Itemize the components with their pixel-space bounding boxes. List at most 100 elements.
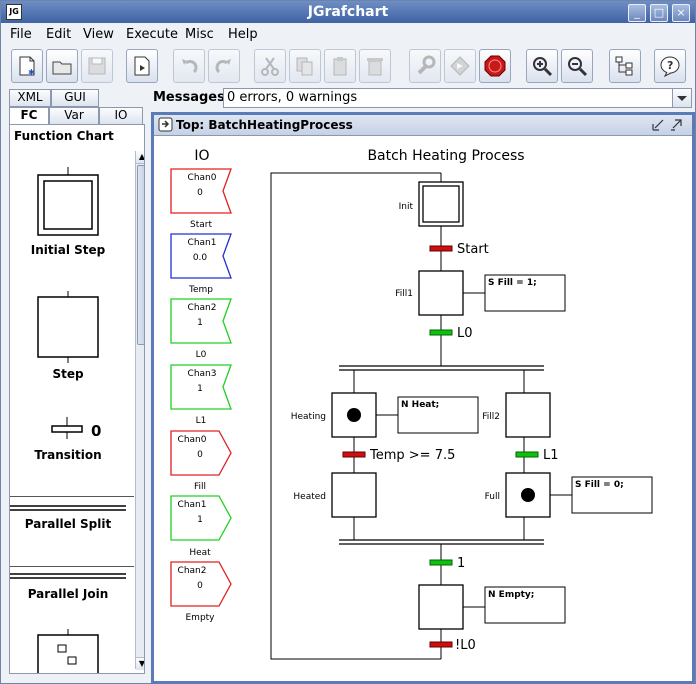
io-value: 0 bbox=[197, 188, 203, 198]
menu-file[interactable]: File bbox=[10, 27, 32, 42]
palette-step[interactable]: Step bbox=[10, 291, 126, 381]
new-workspace-icon bbox=[134, 56, 150, 76]
io-input-start-shape bbox=[170, 168, 232, 214]
action-heating[interactable]: N Heat; bbox=[397, 396, 479, 434]
step-fill1[interactable]: Fill1 bbox=[395, 270, 464, 316]
macro-step-icon bbox=[37, 629, 99, 673]
io-output-empty[interactable]: Chan2 0 Empty bbox=[170, 561, 232, 623]
transition-l1[interactable]: L1 bbox=[515, 448, 559, 463]
tab-fc[interactable]: FC bbox=[9, 107, 49, 125]
palette-divider bbox=[10, 566, 134, 567]
io-chan: Chan3 bbox=[188, 369, 217, 379]
menu-misc[interactable]: Misc bbox=[185, 27, 214, 42]
maximize-icon[interactable] bbox=[670, 119, 682, 131]
io-chan: Chan1 bbox=[188, 238, 217, 248]
open-button[interactable] bbox=[46, 49, 78, 83]
hierarchy-button[interactable] bbox=[609, 49, 641, 83]
step-fill2[interactable]: Fill2 bbox=[482, 392, 551, 438]
tab-var[interactable]: Var bbox=[49, 107, 99, 125]
io-input-start[interactable]: Chan0 0 Start bbox=[170, 168, 232, 230]
help-button[interactable]: ? bbox=[654, 49, 686, 83]
transition-temp[interactable]: Temp >= 7.5 bbox=[342, 448, 455, 463]
io-value: 0 bbox=[197, 450, 203, 460]
menu-view[interactable]: View bbox=[83, 27, 114, 42]
transition-l0-label: L0 bbox=[457, 326, 473, 341]
transition-not-l0[interactable]: !L0 bbox=[429, 638, 476, 653]
io-input-temp[interactable]: Chan1 0.0 Temp bbox=[170, 233, 232, 295]
save-button[interactable] bbox=[81, 49, 113, 83]
delete-button[interactable] bbox=[359, 49, 391, 83]
stop-button[interactable] bbox=[479, 49, 511, 83]
action-full[interactable]: S Fill = 0; bbox=[571, 476, 653, 514]
tab-gui[interactable]: GUI bbox=[51, 89, 99, 107]
minimize-button[interactable]: _ bbox=[628, 4, 646, 22]
redo-button[interactable] bbox=[208, 49, 240, 83]
palette-parallel-join[interactable]: Parallel Join bbox=[10, 570, 126, 620]
step-empty[interactable] bbox=[418, 584, 464, 630]
step-heating[interactable]: Heating bbox=[291, 392, 377, 438]
redo-icon bbox=[215, 59, 231, 74]
workspace-menu-icon[interactable] bbox=[158, 117, 174, 133]
io-input-l0[interactable]: Chan2 1 L0 bbox=[170, 298, 232, 360]
paste-button[interactable] bbox=[324, 49, 356, 83]
new-workspace-button[interactable] bbox=[126, 49, 158, 83]
io-output-empty-shape bbox=[170, 561, 232, 607]
scroll-thumb[interactable] bbox=[137, 165, 144, 345]
palette-parallel-split[interactable]: Parallel Split bbox=[10, 500, 126, 566]
copy-icon bbox=[296, 57, 313, 76]
iconify-icon[interactable] bbox=[652, 119, 664, 131]
chart-title: Batch Heating Process bbox=[367, 148, 524, 164]
palette-scrollbar[interactable]: ▲ ▼ bbox=[135, 151, 144, 670]
new-file-button[interactable]: ✱ bbox=[11, 49, 43, 83]
app-logo-icon: JG bbox=[6, 4, 22, 20]
transition-icon bbox=[51, 417, 83, 439]
io-name: L1 bbox=[196, 416, 207, 426]
palette-transition[interactable]: 0 Transition bbox=[10, 417, 126, 467]
transition-not-l0-label: !L0 bbox=[455, 638, 476, 653]
io-output-heat[interactable]: Chan1 1 Heat bbox=[170, 495, 232, 558]
workspace-title-bar: Top: BatchHeatingProcess bbox=[154, 115, 692, 136]
parallel-split-icon bbox=[10, 505, 126, 511]
io-output-fill[interactable]: Chan0 0 Fill bbox=[170, 430, 232, 492]
messages-field[interactable]: 0 errors, 0 warnings bbox=[223, 88, 676, 108]
action-fill1[interactable]: S Fill = 1; bbox=[484, 274, 566, 312]
palette-macro-step[interactable] bbox=[10, 629, 126, 673]
transition-one[interactable]: 1 bbox=[429, 556, 465, 571]
transition-l0[interactable]: L0 bbox=[429, 326, 473, 341]
zoom-out-button[interactable] bbox=[561, 49, 593, 83]
initial-step-icon bbox=[37, 167, 99, 236]
scroll-up-icon[interactable]: ▲ bbox=[136, 151, 144, 164]
transition-start-bar bbox=[429, 245, 453, 252]
execute-button[interactable] bbox=[444, 49, 476, 83]
palette-initial-step[interactable]: Initial Step bbox=[10, 167, 126, 257]
menu-help[interactable]: Help bbox=[228, 27, 258, 42]
maximize-button[interactable]: □ bbox=[650, 4, 668, 22]
menu-execute[interactable]: Execute bbox=[126, 27, 178, 42]
transition-start[interactable]: Start bbox=[429, 242, 489, 257]
tab-io[interactable]: IO bbox=[99, 107, 143, 125]
step-init[interactable]: Init bbox=[399, 173, 464, 227]
zoom-out-icon bbox=[568, 57, 588, 77]
undo-button[interactable] bbox=[173, 49, 205, 83]
compile-button[interactable] bbox=[409, 49, 441, 83]
transition-l1-label: L1 bbox=[543, 448, 559, 463]
step-full[interactable]: Full bbox=[485, 472, 551, 518]
action-empty[interactable]: N Empty; bbox=[484, 586, 566, 624]
zoom-in-icon bbox=[533, 57, 553, 77]
io-input-l1[interactable]: Chan3 1 L1 bbox=[170, 364, 232, 426]
chart-canvas[interactable]: IO Batch Heating Process Chan0 0 Start C… bbox=[154, 136, 692, 681]
transition-one-label: 1 bbox=[457, 556, 465, 571]
io-chan: Chan2 bbox=[188, 303, 217, 313]
cut-button[interactable] bbox=[254, 49, 286, 83]
menu-edit[interactable]: Edit bbox=[46, 27, 72, 42]
copy-button[interactable] bbox=[289, 49, 321, 83]
step-heated[interactable]: Heated bbox=[293, 472, 377, 518]
palette-divider bbox=[10, 496, 134, 497]
close-button[interactable]: × bbox=[672, 4, 690, 22]
zoom-in-button[interactable] bbox=[526, 49, 558, 83]
tab-xml[interactable]: XML bbox=[9, 89, 51, 107]
messages-label: Messages: bbox=[153, 90, 231, 105]
messages-dropdown-button[interactable] bbox=[672, 88, 692, 108]
scroll-down-icon[interactable]: ▼ bbox=[136, 657, 144, 670]
action-fill1-text: S Fill = 1; bbox=[488, 278, 537, 288]
